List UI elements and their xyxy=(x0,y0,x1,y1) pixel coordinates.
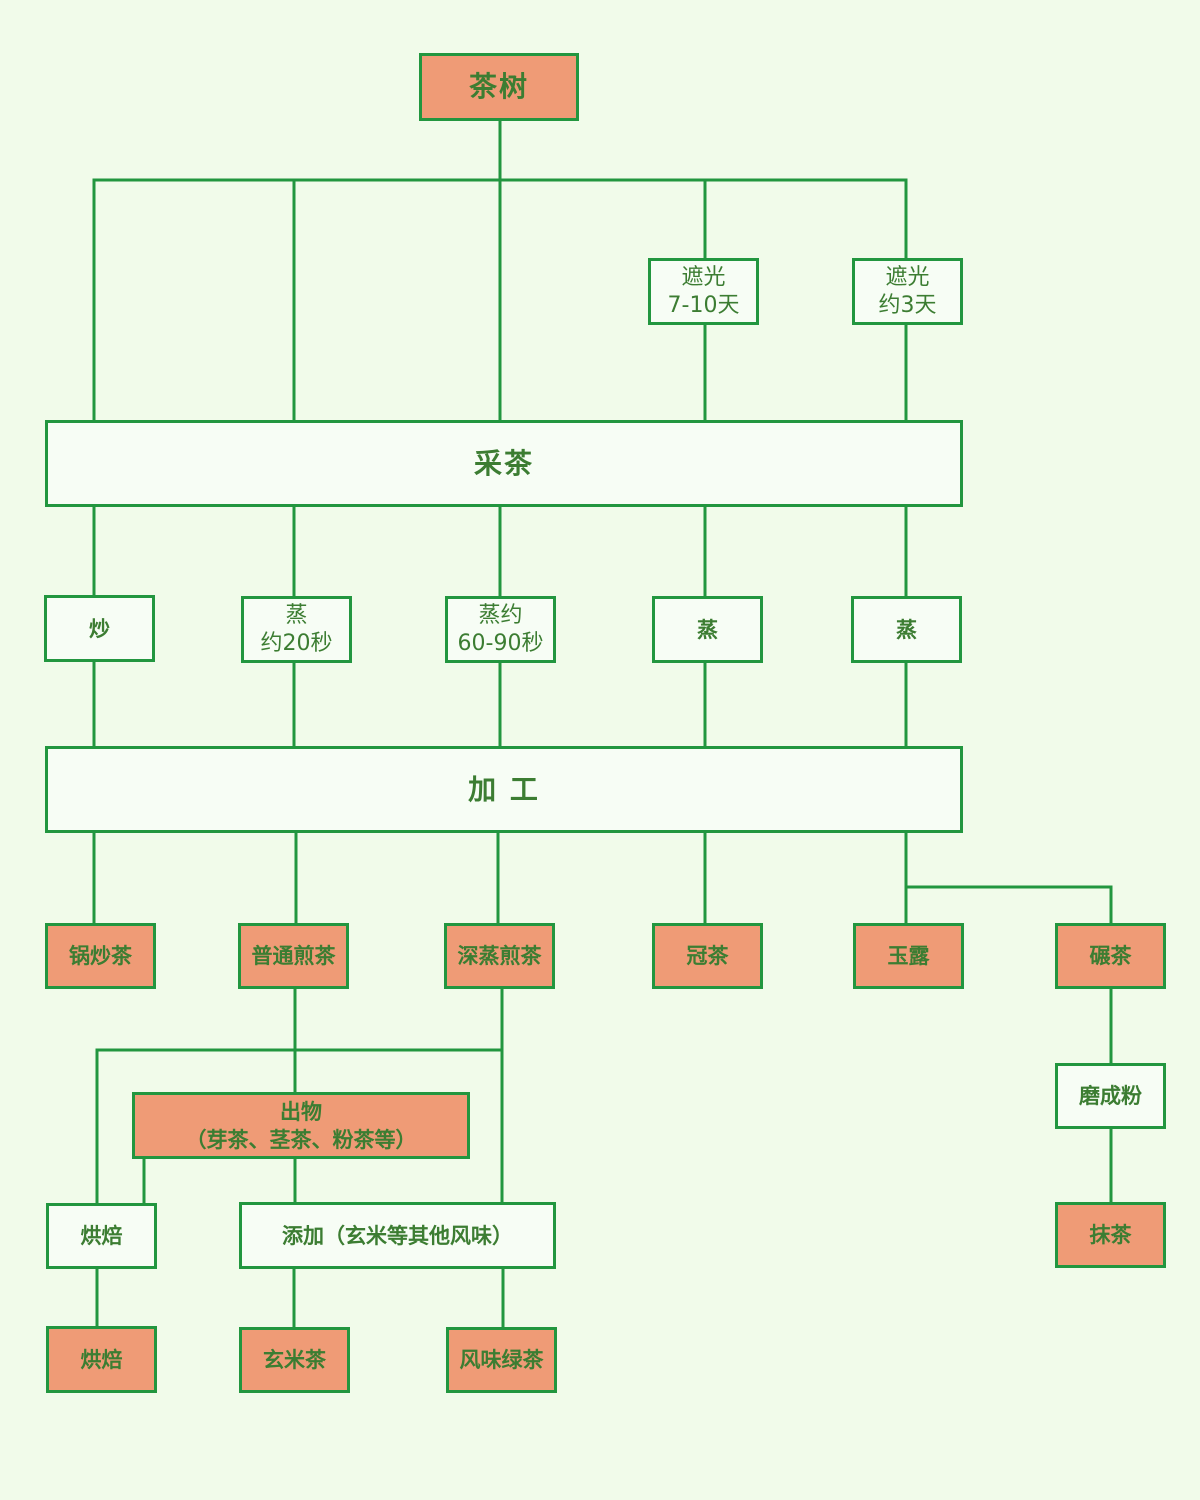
node-genmaicha: 玄米茶 xyxy=(239,1327,350,1393)
node-kabusecha: 冠茶 xyxy=(652,923,763,989)
node-steam-60-90s: 蒸约 60-90秒 xyxy=(445,596,556,663)
node-processing: 加 工 xyxy=(45,746,963,833)
node-stir-fry: 炒 xyxy=(44,595,155,662)
node-gyokuro: 玉露 xyxy=(853,923,964,989)
node-futsu-sencha: 普通煎茶 xyxy=(238,923,349,989)
node-steam-a: 蒸 xyxy=(652,596,763,663)
node-demono: 出物 （芽茶、茎茶、粉茶等） xyxy=(132,1092,470,1159)
node-hojicha: 烘焙 xyxy=(46,1326,157,1393)
node-flavored-green-tea: 风味绿茶 xyxy=(446,1327,557,1393)
node-shade-7-10-days: 遮光 7-10天 xyxy=(648,258,759,325)
node-kamairicha: 锅炒茶 xyxy=(45,923,156,989)
node-steam-b: 蒸 xyxy=(851,596,962,663)
node-matcha: 抹茶 xyxy=(1055,1202,1166,1268)
node-grind-powder: 磨成粉 xyxy=(1055,1063,1166,1129)
node-picking: 采茶 xyxy=(45,420,963,507)
node-steam-20s: 蒸 约20秒 xyxy=(241,596,352,663)
node-tea-tree: 茶树 xyxy=(419,53,579,121)
node-add-flavor: 添加（玄米等其他风味） xyxy=(239,1202,556,1269)
node-roast-step: 烘焙 xyxy=(46,1203,157,1269)
node-tencha: 碾茶 xyxy=(1055,923,1166,989)
node-shade-3-days: 遮光 约3天 xyxy=(852,258,963,325)
node-fukamushi-sencha: 深蒸煎茶 xyxy=(444,923,555,989)
